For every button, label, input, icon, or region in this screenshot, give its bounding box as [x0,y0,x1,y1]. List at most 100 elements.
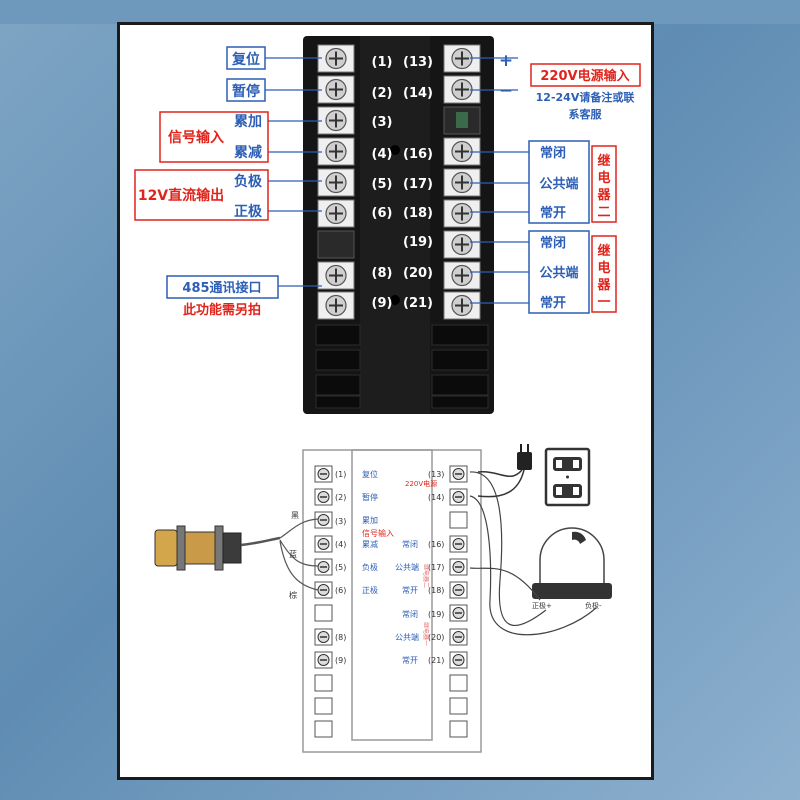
right-terminal-screw [443,291,481,320]
light-minus-pole: 负极- [585,601,602,610]
device-hole [390,295,400,305]
relay1-com-label: 公共端 [539,265,578,281]
schem-relay1-name: 继电器一 [422,622,430,646]
right-leader-lines [470,57,532,304]
schem-terminal-label: (16) [428,540,444,549]
schem-right-terminal [449,581,468,599]
schem-relay1-nc: 常闭 [402,610,418,619]
device-slot [315,395,361,409]
reset-label: 复位 [231,51,260,68]
signal-input-box [159,111,269,163]
proximity-sensor [154,525,281,571]
terminal-label: (1) [372,55,393,70]
left-terminal-screw [317,168,355,197]
dc-output-label: 12V直流输出 [138,187,224,204]
rs485-label-box [166,275,279,299]
left-terminal-screw [317,261,355,290]
reset-label-box [226,46,266,70]
light-plus-pole: 正极+ [532,601,552,610]
schem-relay2-nc: 常闭 [402,540,418,549]
left-terminal-screw [317,44,355,73]
relay2-com-label: 公共端 [539,176,578,192]
rs485-note: 此功能需另拍 [183,302,261,318]
schem-terminal-label: (1) [335,470,346,479]
device-bottom-slots [315,145,489,409]
warning-light: 正极+ 负极- [532,527,612,610]
schem-relay2-no: 常开 [402,586,418,595]
power-note-line1: 12-24V请备注或联 [536,90,635,104]
schem-left-terminal [314,697,333,715]
schem-right-terminal [449,628,468,646]
sensor-nut [176,525,186,571]
power-input-label: 220V电源输入 [540,68,629,84]
schem-reset-label: 复位 [362,469,378,479]
schem-left-terminal [314,558,333,576]
schem-terminal-label: (13) [428,470,444,479]
right-screw-column [443,44,481,320]
schem-right-terminal [449,604,468,622]
sensor-nut [214,525,224,571]
relay1-nc-label: 常闭 [540,235,566,251]
schem-left-terminal [314,465,333,483]
empty-terminal [317,230,355,259]
accum-sub-label: 累减 [234,144,262,161]
terminal-label: (19) [403,235,433,250]
relay1-terminal-box [528,230,590,314]
device-slot [431,395,489,409]
relay2-name-box [591,145,617,223]
schem-right-terminal [449,720,468,738]
wire-label-blue: 蓝 [289,549,297,559]
schem-relay2-name: 继电器二 [422,564,430,588]
power-plug [477,444,532,498]
schem-terminal-label: (14) [428,493,444,502]
rs485-label: 485通讯接口 [182,280,261,296]
schem-terminal-label: (19) [428,610,444,619]
relay1-name-box [591,235,617,313]
schem-left-terminal [314,488,333,506]
right-terminal-screw [443,230,481,259]
schem-relay1-no: 常开 [402,656,418,665]
accum-add-label: 累加 [234,114,262,130]
schem-pos-label: 正极 [362,585,378,595]
relay2-terminal-box [528,140,590,224]
terminal-label: (4) [372,147,393,162]
relay-wires [469,471,597,636]
plus-sign: + [499,51,513,71]
schem-terminal-label: (5) [335,563,346,572]
terminal-label: (20) [403,266,433,281]
schem-terminal-label: (17) [428,563,444,572]
sensor-body [184,531,216,565]
schem-terminal-label: (2) [335,493,346,502]
plug-head [517,452,532,470]
schematic: (1) (2) (3) (4) (5) (6) (8) (9) (13) (14… [302,449,482,753]
schem-right-terminal [449,651,468,669]
wire-label-black: 棕 [289,590,297,600]
schem-terminal-label: (18) [428,586,444,595]
right-terminal-screw [443,261,481,290]
schem-right-terminal [449,465,468,483]
schem-accum-sub-label: 累减 [362,539,378,549]
device-hole [390,145,400,155]
schem-terminal-label: (3) [335,517,346,526]
schem-terminal-label: (20) [428,633,444,642]
sensor-wires [279,518,319,591]
minus-sign: − [499,81,513,101]
schem-power-label: 220V电源 [405,479,437,488]
schem-neg-label: 负极 [362,562,378,572]
pause-label-box [226,78,266,102]
terminal-indicator [456,112,468,128]
device-slot [431,349,489,371]
terminal-label: (2) [372,86,393,101]
dc-output-box [134,169,269,221]
schematic-center [351,449,433,741]
power-input-box [530,63,641,87]
schem-left-terminal [314,604,333,622]
device-slot [431,324,489,346]
schem-left-terminal [314,628,333,646]
terminal-label: (18) [403,206,433,221]
pos-label: 正极 [234,203,263,220]
schem-right-terminal [449,488,468,506]
schematic-right-terminals [449,465,468,738]
schem-right-terminal [449,697,468,715]
